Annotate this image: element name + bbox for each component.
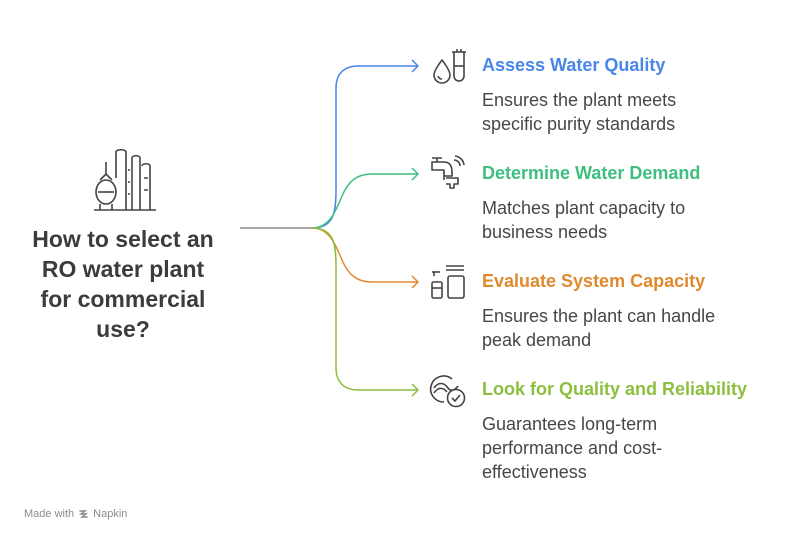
branch-title: Determine Water Demand	[482, 163, 701, 183]
branch-description: Ensures the plant can handle peak demand	[482, 306, 716, 350]
branch-title: Evaluate System Capacity	[482, 271, 706, 291]
capacity-tanks-icon	[431, 265, 465, 299]
water-test-tube-icon	[433, 49, 466, 84]
question-line: RO water plant	[41, 256, 205, 282]
central-question: How to select an RO water plant for comm…	[18, 224, 228, 344]
branch-title: Assess Water Quality	[482, 55, 666, 75]
branch-description: Guarantees long-term performance and cos…	[482, 414, 663, 482]
quality-check-icon	[429, 375, 466, 408]
branch-description: Matches plant capacity to business needs	[482, 198, 686, 242]
napkin-brand[interactable]: Napkin	[78, 508, 127, 520]
question-line: for commercial	[40, 286, 206, 312]
question-line: use?	[96, 316, 150, 342]
branch-description: Ensures the plant meets specific purity …	[482, 90, 677, 134]
ro-plant-icon	[94, 148, 156, 211]
branch-title: Look for Quality and Reliability	[482, 379, 748, 399]
question-line: How to select an	[32, 226, 214, 252]
napkin-brand-label: Napkin	[93, 508, 128, 520]
faucet-icon	[431, 155, 465, 189]
made-with-label: Made with	[24, 508, 75, 520]
napkin-logo-icon	[79, 510, 89, 518]
made-with-footer: Made with Napkin	[24, 508, 127, 520]
